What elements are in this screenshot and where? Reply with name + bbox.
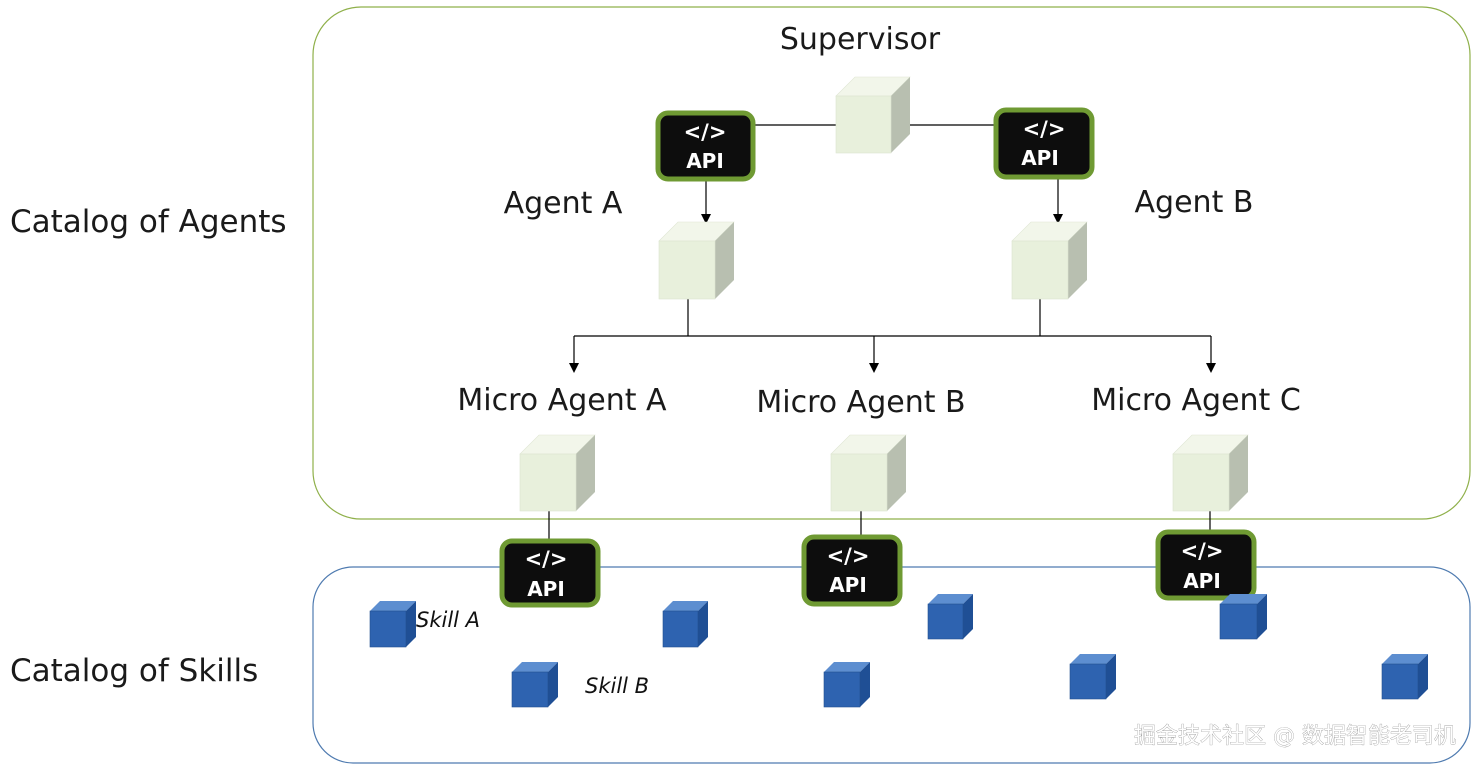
arrowhead-micro-c bbox=[1206, 363, 1216, 373]
skill-cube-icon bbox=[662, 601, 708, 648]
skill-a-label: Skill A bbox=[416, 608, 480, 632]
agent-a-label: Agent A bbox=[504, 186, 623, 221]
micro-agent-a-label: Micro Agent A bbox=[457, 383, 667, 418]
code-api-icon: </> bbox=[684, 120, 727, 144]
micro-agent-c-label: Micro Agent C bbox=[1091, 383, 1301, 418]
agent-b-cube-icon bbox=[1011, 221, 1088, 300]
watermark: 掘金技术社区 @ 数据智能老司机 bbox=[1134, 724, 1456, 749]
arrowhead-micro-b bbox=[869, 363, 879, 373]
arrowhead-agent-b bbox=[1053, 214, 1063, 224]
code-api-icon: </> bbox=[1181, 539, 1224, 563]
micro-agent-b-cube-icon bbox=[830, 434, 907, 512]
api-badge-micro-b: </> API bbox=[801, 534, 903, 607]
connectors bbox=[548, 124, 1212, 540]
api-label: API bbox=[686, 149, 724, 173]
agents-catalog-container bbox=[312, 6, 1471, 520]
skill-cube-icon bbox=[823, 662, 870, 708]
api-badge-agent-b: </> API bbox=[993, 107, 1095, 180]
micro-agent-c-cube-icon bbox=[1172, 434, 1249, 512]
catalog-of-agents-label: Catalog of Agents bbox=[10, 204, 287, 240]
skill-cube-icon bbox=[927, 594, 973, 640]
api-label: API bbox=[829, 573, 867, 597]
skill-cube-icon bbox=[1219, 594, 1267, 640]
code-api-icon: </> bbox=[827, 544, 870, 568]
supervisor-label: Supervisor bbox=[780, 22, 941, 57]
skill-cube-icon bbox=[1069, 654, 1116, 700]
skill-cube-icon bbox=[511, 662, 558, 708]
agent-a-cube-icon bbox=[658, 221, 735, 300]
api-badge-micro-c: </> API bbox=[1155, 529, 1257, 601]
supervisor-cube-icon bbox=[835, 76, 911, 154]
code-api-icon: </> bbox=[525, 547, 568, 571]
api-label: API bbox=[1183, 569, 1221, 593]
arrowhead-micro-a bbox=[569, 363, 579, 373]
catalog-of-skills-label: Catalog of Skills bbox=[10, 653, 258, 689]
api-badge-agent-a: </> API bbox=[655, 110, 756, 182]
micro-agent-a-cube-icon bbox=[519, 434, 596, 512]
micro-agent-b-label: Micro Agent B bbox=[756, 385, 965, 420]
skill-b-label: Skill B bbox=[585, 674, 649, 698]
arrowheads bbox=[569, 214, 1216, 373]
skill-cube-icon bbox=[369, 601, 416, 648]
api-badge-micro-a: </> API bbox=[499, 538, 601, 608]
api-label: API bbox=[1021, 146, 1059, 170]
arrowhead-agent-a bbox=[701, 214, 711, 224]
agent-b-label: Agent B bbox=[1135, 185, 1254, 220]
skill-cube-icon bbox=[1381, 654, 1428, 700]
code-api-icon: </> bbox=[1023, 117, 1066, 141]
api-label: API bbox=[527, 577, 565, 601]
